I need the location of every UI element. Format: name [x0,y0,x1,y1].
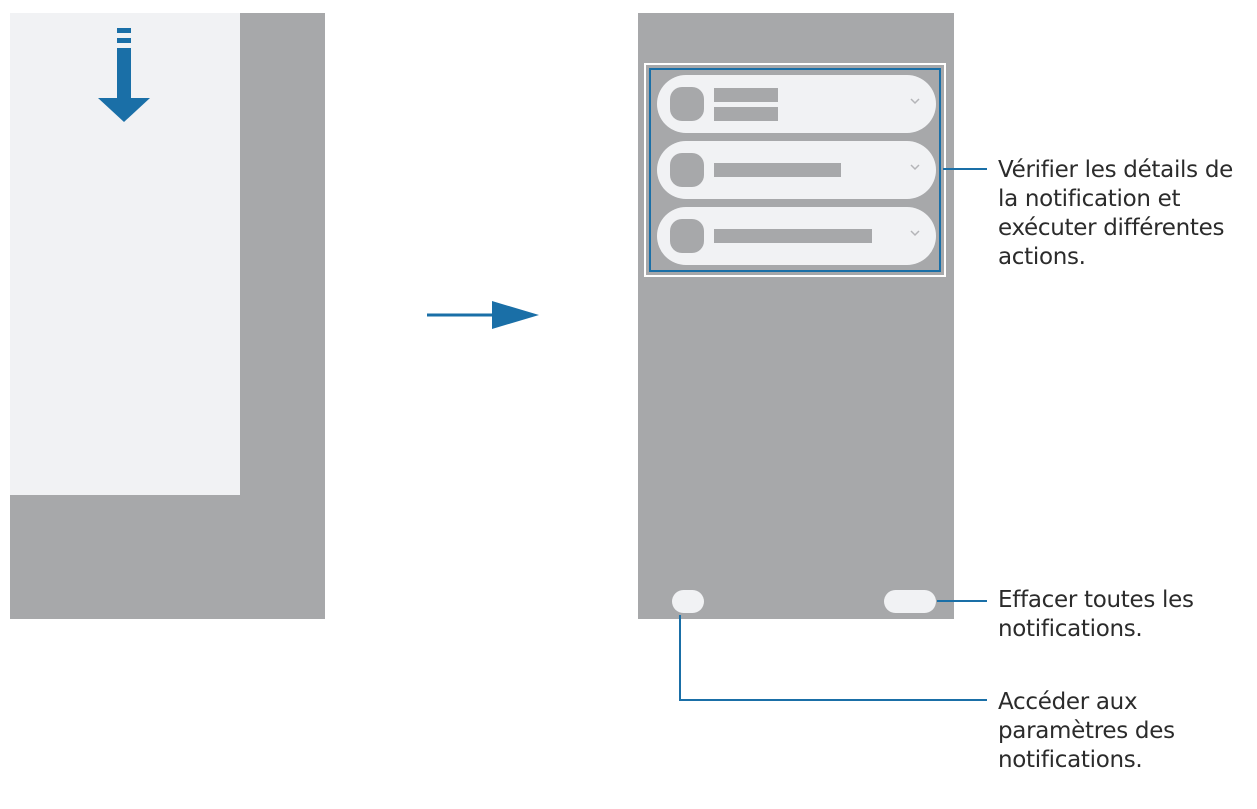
notification-settings-button[interactable] [672,590,704,613]
chevron-down-icon[interactable] [908,160,922,174]
notification-title-placeholder [714,163,841,177]
chevron-down-icon[interactable] [908,94,922,108]
notification-card[interactable] [657,75,936,133]
notification-group-highlight [644,63,946,277]
callout-line-settings [679,615,987,701]
notification-title-placeholder [714,229,872,243]
swipe-down-icon [98,28,150,122]
callout-notification-settings: Accéder aux paramètres des notifications… [998,689,1175,773]
notification-card[interactable] [657,207,936,265]
right-phone-screen [638,13,954,619]
clear-all-button[interactable] [884,590,936,613]
callout-clear-all: Effacer toutes les notifications. [998,587,1194,642]
app-icon [670,153,704,187]
left-phone-screen [10,13,325,619]
callout-notification-details: Vérifier les détails de la notification … [998,157,1233,270]
notification-panel-closed [10,13,240,495]
notification-card[interactable] [657,141,936,199]
arrow-right-icon [427,301,539,329]
app-icon [670,219,704,253]
chevron-down-icon[interactable] [908,226,922,240]
app-icon [670,87,704,121]
notification-text-placeholder [714,107,778,121]
notification-group-outline [649,68,941,272]
notification-title-placeholder [714,88,778,102]
